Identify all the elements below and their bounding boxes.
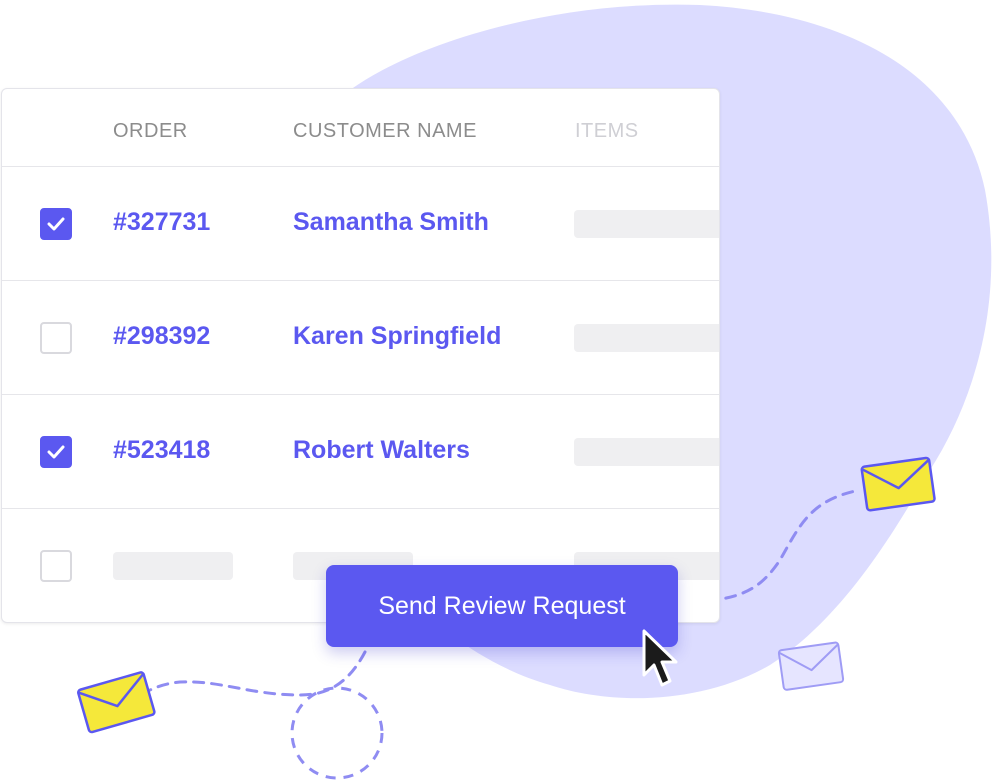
column-header-customer-name: CUSTOMER NAME <box>293 120 477 142</box>
table-row[interactable]: #327731 Samantha Smith <box>2 167 719 281</box>
customer-name[interactable]: Robert Walters <box>293 436 470 464</box>
customer-name[interactable]: Samantha Smith <box>293 208 489 236</box>
order-placeholder <box>113 552 233 580</box>
row-checkbox[interactable] <box>40 208 72 240</box>
check-icon <box>47 217 65 231</box>
table-header: ORDER CUSTOMER NAME ITEMS <box>2 89 719 167</box>
items-placeholder <box>574 438 719 466</box>
order-number[interactable]: #327731 <box>113 208 211 236</box>
envelope-icon <box>77 671 156 734</box>
orders-table: ORDER CUSTOMER NAME ITEMS #327731 Samant… <box>1 88 720 623</box>
row-checkbox[interactable] <box>40 322 72 354</box>
check-icon <box>47 445 65 459</box>
order-number[interactable]: #523418 <box>113 436 211 464</box>
envelope-icon <box>860 456 936 512</box>
customer-name[interactable]: Karen Springfield <box>293 322 502 350</box>
table-row[interactable]: #523418 Robert Walters <box>2 395 719 509</box>
row-checkbox[interactable] <box>40 436 72 468</box>
column-header-items: ITEMS <box>575 120 639 142</box>
column-header-order: ORDER <box>113 120 188 142</box>
items-placeholder <box>574 210 719 238</box>
send-review-request-button[interactable]: Send Review Request <box>326 565 678 647</box>
row-checkbox[interactable] <box>40 550 72 582</box>
dashed-path-bottom <box>138 650 367 697</box>
items-placeholder <box>574 324 719 352</box>
mouse-pointer-icon <box>642 629 678 687</box>
table-row[interactable]: #298392 Karen Springfield <box>2 281 719 395</box>
dashed-loop <box>290 686 384 780</box>
envelope-icon <box>777 641 845 691</box>
dashed-path-right <box>688 488 862 604</box>
order-number[interactable]: #298392 <box>113 322 211 350</box>
